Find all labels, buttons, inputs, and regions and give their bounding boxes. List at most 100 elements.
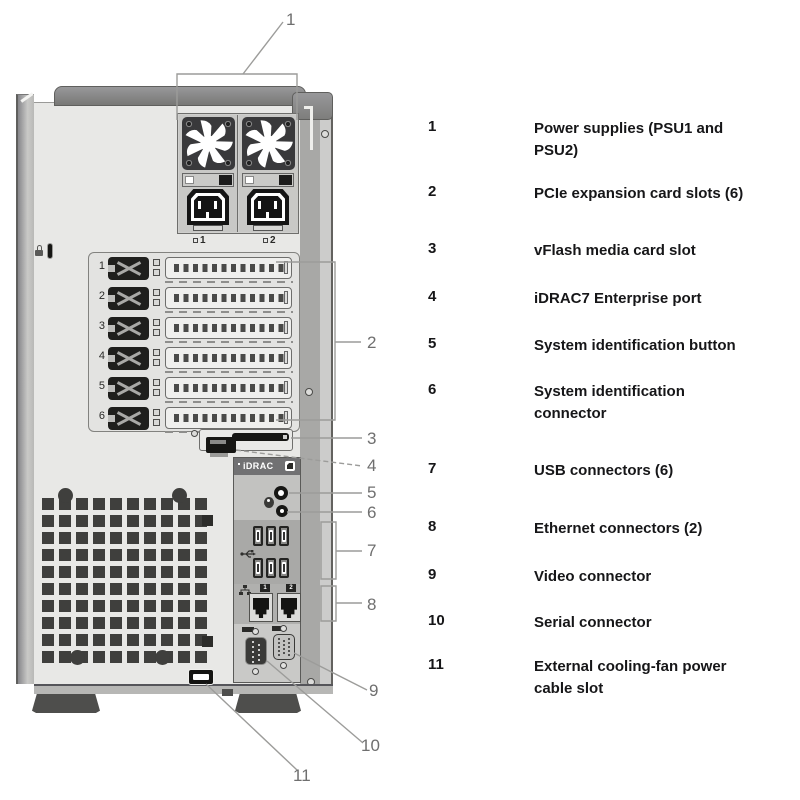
ethernet-port-2 — [277, 593, 301, 622]
screw-hole — [153, 289, 160, 296]
pcie-slot-row: 1 — [89, 255, 301, 284]
pcie-vent-dashes — [165, 371, 293, 373]
usb-port — [279, 526, 289, 546]
pcie-slot-number: 4 — [98, 350, 105, 362]
usb-port — [266, 558, 276, 578]
connector-icon — [193, 238, 198, 243]
chassis-foot-left — [32, 694, 100, 713]
pcie-slot-number: 6 — [98, 410, 105, 422]
pcie-slot-number: 3 — [98, 320, 105, 332]
video-pins — [278, 638, 280, 640]
pcie-latch — [108, 347, 149, 370]
pcie-slot-panel: 1 2 3 4 5 — [88, 252, 301, 433]
connector-icon — [263, 238, 268, 243]
psu-bay — [177, 113, 299, 234]
usb-section — [234, 520, 300, 584]
serial-pins — [252, 641, 254, 643]
padlock-icon — [37, 245, 42, 251]
callout-9: 9 — [369, 681, 379, 700]
video-connector — [273, 634, 295, 660]
vent-grid — [42, 497, 208, 663]
psu-release-latch — [182, 173, 234, 187]
pcie-vent-dashes — [165, 311, 293, 313]
pcie-filler-bracket — [165, 347, 292, 369]
usb-port — [253, 526, 263, 546]
psu-release-latch — [242, 173, 294, 187]
chassis-foot-right — [235, 694, 301, 713]
legend-item-number: 10 — [428, 612, 445, 629]
legend-item-label: PCIe expansion card slots (6) — [534, 185, 744, 202]
screw-icon — [321, 130, 329, 138]
screw-icon — [305, 388, 313, 396]
screw-hole — [153, 259, 160, 266]
usb-icon — [240, 550, 256, 558]
legend-item-number: 4 — [428, 288, 437, 305]
video-icon — [272, 626, 284, 631]
screw-icon — [280, 662, 287, 669]
ethernet-port-1-label: 1 — [260, 584, 270, 592]
screw-hole — [153, 349, 160, 356]
pcie-slot-number: 2 — [98, 290, 105, 302]
screw-hole — [153, 419, 160, 426]
chassis-seam — [304, 106, 313, 109]
pcie-slot-number: 1 — [98, 260, 105, 272]
pcie-latch — [108, 377, 149, 400]
pcie-filler-bracket — [165, 407, 292, 429]
legend-item-number: 7 — [428, 460, 437, 477]
callout-11: 11 — [293, 766, 311, 785]
legend-item-number: 6 — [428, 381, 437, 398]
pcie-filler-bracket — [165, 257, 292, 279]
callout-2: 2 — [367, 333, 377, 352]
callout-8: 8 — [367, 595, 377, 614]
screw-icon — [280, 625, 287, 632]
pcie-slot-row: 4 — [89, 345, 301, 374]
callout-3: 3 — [367, 429, 377, 448]
vflash-media-card-slot — [232, 433, 289, 441]
vent-bump — [70, 650, 85, 665]
legend-item-number: 9 — [428, 566, 437, 583]
legend-item-number: 5 — [428, 335, 437, 352]
pcie-latch — [108, 317, 149, 340]
padlock-icon — [35, 250, 43, 256]
ethernet-port-2-label: 2 — [286, 584, 296, 592]
callout-6: 6 — [367, 503, 377, 522]
screw-hole — [153, 389, 160, 396]
serial-icon — [242, 627, 254, 632]
chassis-bottom-rail — [34, 684, 333, 694]
external-fan-power-cable-slot — [188, 669, 214, 685]
vent-bump — [155, 650, 170, 665]
vent-bump — [172, 488, 187, 503]
legend-item-label: System identification button — [534, 337, 736, 354]
legend-item-label: Ethernet connectors (2) — [534, 520, 703, 537]
psu-2 — [239, 115, 298, 232]
power-inlet — [187, 189, 229, 225]
usb-port — [266, 526, 276, 546]
sd-card-icon — [285, 461, 295, 471]
screw-hole — [153, 319, 160, 326]
fan-icon — [182, 117, 235, 170]
usb-port — [279, 558, 289, 578]
legend-item-number: 8 — [428, 518, 437, 535]
system-id-button — [274, 486, 288, 500]
vflash-slot-notch — [283, 435, 287, 439]
pcie-filler-bracket — [165, 377, 292, 399]
chassis-side-panel — [320, 104, 333, 684]
pcie-vent-dashes — [165, 401, 293, 403]
legend-item-label: iDRAC7 Enterprise port — [534, 290, 702, 307]
power-inlet — [247, 189, 289, 225]
vent-bump — [58, 488, 73, 503]
security-cable-slot — [47, 243, 53, 259]
cable-clamp — [253, 225, 283, 231]
pcie-filler-bracket — [165, 317, 292, 339]
fan-icon — [242, 117, 295, 170]
callout-7: 7 — [367, 541, 377, 560]
screw-icon — [252, 668, 259, 675]
legend-item-number: 1 — [428, 118, 437, 135]
pcie-vent-dashes — [165, 341, 293, 343]
vent-square — [202, 515, 213, 526]
cable-clamp — [193, 225, 223, 231]
pcie-slot-row: 5 — [89, 375, 301, 404]
